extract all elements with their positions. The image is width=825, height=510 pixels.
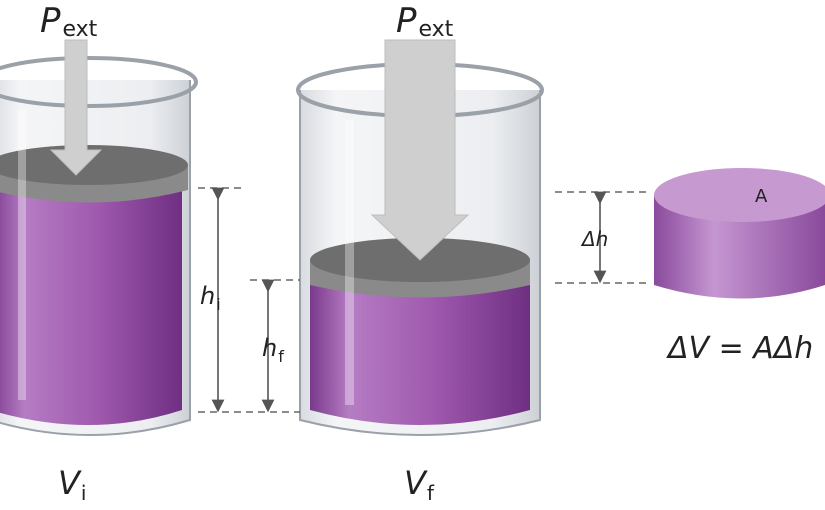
final-liquid — [310, 285, 530, 425]
final-volume-label: Vf — [404, 464, 435, 505]
final-pressure-arrow — [370, 39, 470, 261]
initial-piston-top — [0, 145, 188, 185]
delta-h-label: Δh — [580, 227, 608, 251]
hf-label: hf — [262, 334, 284, 366]
initial-volume-label: Vi — [58, 464, 86, 505]
disk-top — [654, 168, 825, 222]
height-arrows — [211, 187, 607, 413]
volume-disk — [654, 168, 825, 299]
initial-glass-highlight — [18, 110, 26, 400]
final-pressure-label: Pext — [396, 1, 454, 42]
final-glass-highlight — [345, 120, 354, 405]
initial-liquid — [0, 190, 182, 425]
disk-area-label: A — [755, 186, 768, 207]
hi-label: hi — [200, 282, 221, 314]
initial-pressure-label: Pext — [40, 1, 98, 42]
initial-rim — [0, 56, 198, 108]
initial-pressure-arrow — [49, 39, 103, 176]
disk-side — [654, 195, 825, 299]
initial-cylinder — [0, 39, 198, 436]
volume-equation: ΔV = AΔh — [666, 331, 813, 366]
final-cylinder — [296, 39, 544, 436]
